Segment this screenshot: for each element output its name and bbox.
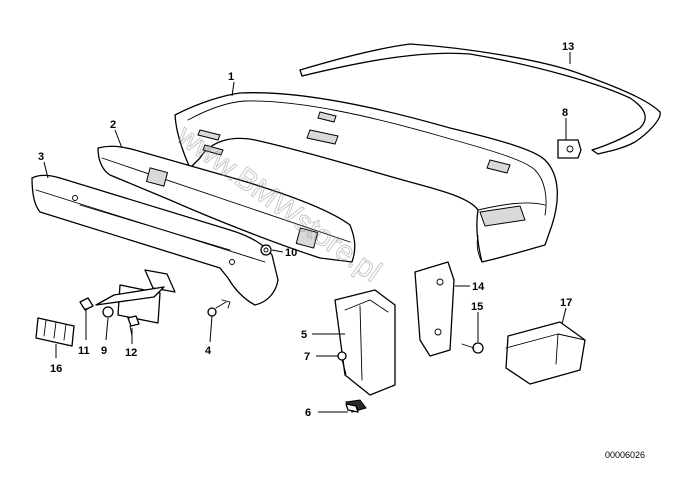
callout-6: 6 xyxy=(305,407,311,419)
part-13-trim-strip xyxy=(299,43,661,155)
callout-9: 9 xyxy=(101,345,107,357)
callout-13: 13 xyxy=(562,41,574,53)
part-4-screw xyxy=(207,299,231,317)
part-17-box xyxy=(505,321,586,385)
leader-9 xyxy=(105,317,109,341)
callout-12: 12 xyxy=(125,347,137,359)
leader-2 xyxy=(114,129,123,149)
callout-2: 2 xyxy=(110,119,116,131)
leader-4 xyxy=(209,315,213,343)
leader-10 xyxy=(271,249,284,253)
part-2-carrier xyxy=(97,145,356,263)
leader-3 xyxy=(43,161,49,179)
callout-5: 5 xyxy=(301,329,307,341)
callout-14: 14 xyxy=(472,281,485,293)
part-15-bolt xyxy=(461,342,484,354)
callout-16: 16 xyxy=(50,363,62,375)
part-1-bumper-cover xyxy=(174,92,558,263)
part-14-bracket xyxy=(414,261,455,357)
callout-15: 15 xyxy=(471,301,483,313)
leader-17 xyxy=(561,307,567,325)
part-16-spacer xyxy=(35,317,75,347)
document-number: 00006026 xyxy=(605,450,645,460)
callout-8: 8 xyxy=(562,107,568,119)
callout-3: 3 xyxy=(38,151,44,163)
callout-1: 1 xyxy=(228,71,234,83)
part-10-nut xyxy=(260,244,272,256)
part-6-clip xyxy=(345,399,367,413)
part-7-screw xyxy=(337,351,347,375)
callout-17: 17 xyxy=(560,297,572,309)
part-5-housing xyxy=(334,289,396,396)
part-9-mount xyxy=(95,269,176,324)
part-12-bolt xyxy=(127,315,140,337)
callout-4: 4 xyxy=(205,345,212,357)
callout-7: 7 xyxy=(304,351,310,363)
part-3-support-bar xyxy=(31,174,279,306)
callout-10: 10 xyxy=(285,247,297,259)
part-11-bolt xyxy=(79,297,94,311)
callout-11: 11 xyxy=(78,345,90,357)
part-8-clip xyxy=(557,139,582,159)
leader-1 xyxy=(231,81,235,97)
